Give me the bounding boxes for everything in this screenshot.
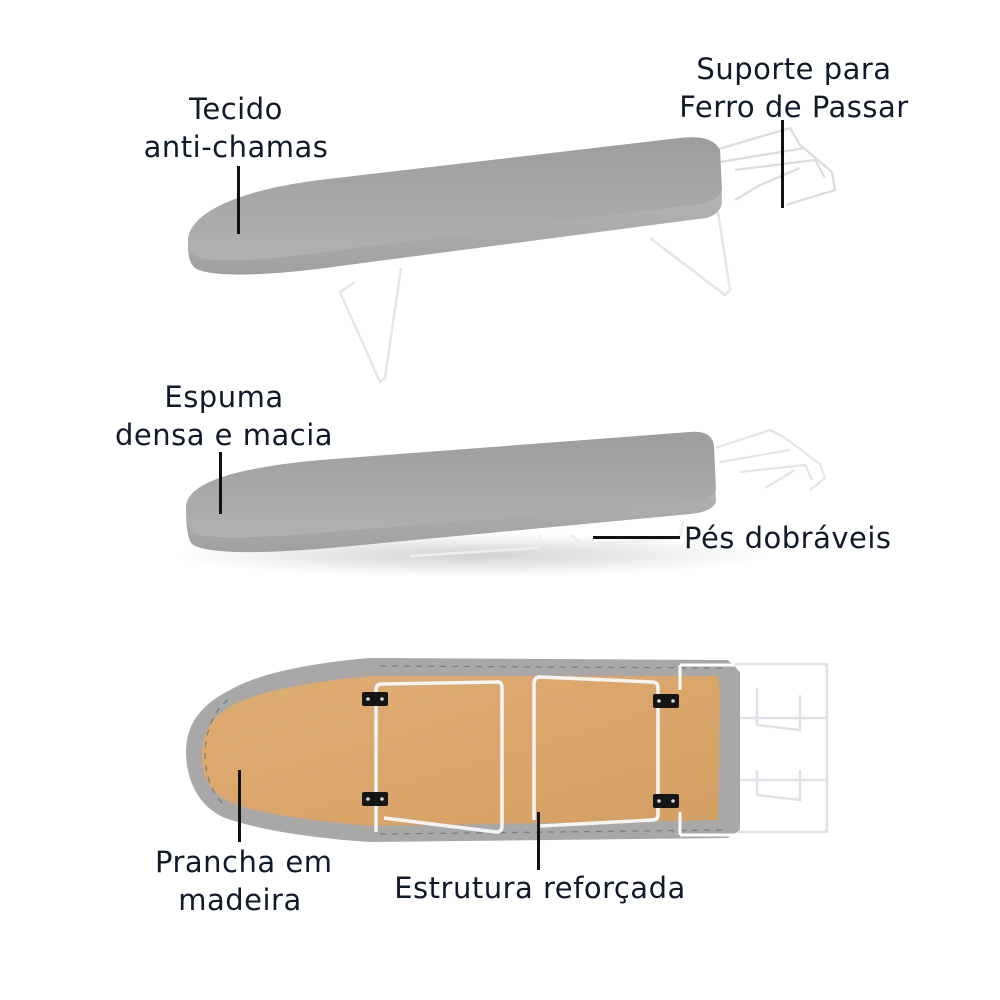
label-iron-rest-line2: Ferro de Passar — [679, 90, 909, 124]
board-standing — [188, 126, 837, 384]
iron-rest-frame — [733, 662, 829, 834]
board-underside — [186, 658, 829, 842]
folded-legs-wire — [409, 521, 685, 558]
label-foam: Espuma densa e macia — [114, 378, 334, 454]
label-fabric: Tecido anti-chamas — [134, 90, 338, 166]
label-foam-line2: densa e macia — [114, 418, 334, 452]
label-wood-board-line2: madeira — [178, 883, 302, 917]
reinforced-frame-wire — [374, 675, 660, 834]
label-fabric-line2: anti-chamas — [143, 130, 329, 164]
leader-foam — [219, 452, 222, 514]
label-wood-board: Prancha em madeira — [155, 843, 333, 919]
label-frame: Estrutura reforçada — [392, 869, 688, 907]
iron-rest-wire — [714, 126, 837, 207]
label-foam-line1: Espuma — [164, 380, 284, 414]
board-folded — [170, 428, 827, 577]
label-folding-legs: Pés dobráveis — [684, 519, 892, 557]
label-folding-legs-line1: Pés dobráveis — [684, 521, 892, 555]
label-fabric-line1: Tecido — [189, 92, 283, 126]
hinge-icons — [362, 692, 679, 808]
leader-frame — [537, 812, 540, 870]
label-iron-rest-line1: Suporte para — [696, 52, 892, 86]
leader-iron-rest — [781, 120, 784, 208]
label-iron-rest: Suporte para Ferro de Passar — [664, 50, 924, 126]
iron-rest-wire-folded — [714, 428, 827, 491]
leader-fabric — [237, 166, 240, 234]
leader-wood-board — [238, 770, 241, 842]
label-frame-line1: Estrutura reforçada — [394, 871, 686, 905]
leader-folding-legs — [593, 536, 680, 539]
label-wood-board-line1: Prancha em — [155, 845, 333, 879]
